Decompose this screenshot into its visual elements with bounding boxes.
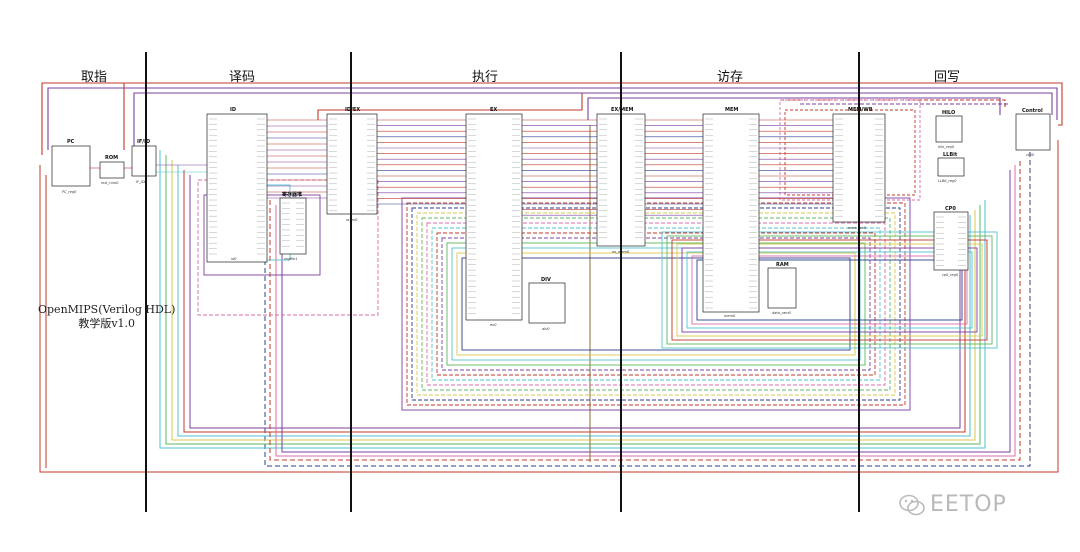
svg-text:ex0: ex0 [490, 323, 497, 327]
regfile-module: 寄存器堆 regfile1 [279, 191, 307, 261]
svg-text:DIV: DIV [541, 277, 551, 283]
svg-text:寄存器堆: 寄存器堆 [282, 191, 302, 198]
svg-text:mem_wb0: mem_wb0 [848, 226, 867, 230]
svg-text:hilo_reg0: hilo_reg0 [938, 145, 955, 149]
svg-text:MEM/WB: MEM/WB [848, 107, 873, 113]
ifid-module: IF/ID IF_ID0 [131, 139, 157, 184]
stage-label-fetch: 取指 [81, 70, 108, 85]
stage-label-writeback: 回写 [934, 70, 961, 85]
wechat-icon [899, 494, 925, 516]
svg-text:ROM: ROM [105, 155, 118, 161]
rom-module: ROM inst_rom0 [99, 155, 125, 185]
svg-text:LLBit: LLBit [943, 152, 958, 158]
svg-text:IF/ID: IF/ID [137, 139, 150, 145]
svg-text:regfile1: regfile1 [284, 257, 297, 261]
title-line-1: OpenMIPS(Verilog HDL) [38, 303, 176, 316]
bottom-feedback-wires [39, 125, 1059, 473]
stage-dividers [145, 52, 860, 512]
bus-mem-to-memwb [759, 119, 833, 205]
mem-module: MEM mem0 [702, 107, 760, 318]
svg-text:PC: PC [67, 139, 75, 145]
bus-exmem-to-mem [645, 119, 703, 216]
svg-text:id0: id0 [231, 257, 237, 261]
svg-text:mem0: mem0 [724, 314, 736, 318]
stage-label-decode: 译码 [229, 70, 256, 85]
control-module: Control ctrl0 [1015, 108, 1051, 157]
svg-text:HILO: HILO [942, 110, 955, 116]
svg-text:EX/MEM: EX/MEM [611, 107, 633, 113]
svg-text:ID: ID [230, 107, 236, 113]
svg-text:id_ex0: id_ex0 [346, 218, 358, 222]
bus-decode-to-idex [267, 119, 327, 199]
ram-module: RAM data_ram0 [767, 262, 797, 315]
svg-text:MEM: MEM [725, 107, 738, 113]
hilo-module: HILO hilo_reg0 [935, 110, 963, 149]
execute-loop-wires [401, 197, 911, 411]
bus-wires [90, 164, 207, 173]
llbit-module: LLBit LLBit_reg0 [937, 152, 965, 183]
pc-module: PC PC_reg0 [51, 139, 91, 194]
svg-text:inst_rom0: inst_rom0 [101, 181, 119, 185]
svg-text:ID/EX: ID/EX [345, 107, 360, 113]
svg-text:ctrl0: ctrl0 [1026, 153, 1035, 157]
watermark-text: EETOP [930, 492, 1007, 517]
svg-text:PC_reg0: PC_reg0 [62, 190, 77, 194]
bus-ex-to-exmem [522, 119, 597, 216]
svg-text:cp0_reg0: cp0_reg0 [942, 273, 959, 277]
div-module: DIV div0 [528, 277, 566, 331]
ex-module: EX ex0 [465, 107, 523, 327]
module-port-ticks [209, 118, 966, 314]
cp0-module: CP0 cp0_reg0 [933, 206, 969, 277]
stage-label-memory: 访存 [717, 70, 744, 85]
svg-text:data_ram0: data_ram0 [772, 311, 792, 315]
svg-text:CP0: CP0 [945, 206, 956, 212]
title-line-2: 教学版v1.0 [78, 317, 136, 330]
svg-text:LLBit_reg0: LLBit_reg0 [938, 179, 957, 183]
diagram-title: OpenMIPS(Verilog HDL) 教学版v1.0 [38, 303, 175, 331]
svg-text:IF_ID0: IF_ID0 [136, 180, 148, 184]
id-module: ID id0 [206, 107, 268, 263]
svg-text:RAM: RAM [776, 262, 789, 268]
stage-label-execute: 执行 [472, 70, 499, 85]
svg-text:div0: div0 [542, 327, 550, 331]
top-feedback-wires [41, 82, 1063, 160]
svg-text:Control: Control [1022, 108, 1043, 114]
bus-idex-to-ex [377, 119, 466, 205]
svg-text:EX: EX [490, 107, 497, 113]
